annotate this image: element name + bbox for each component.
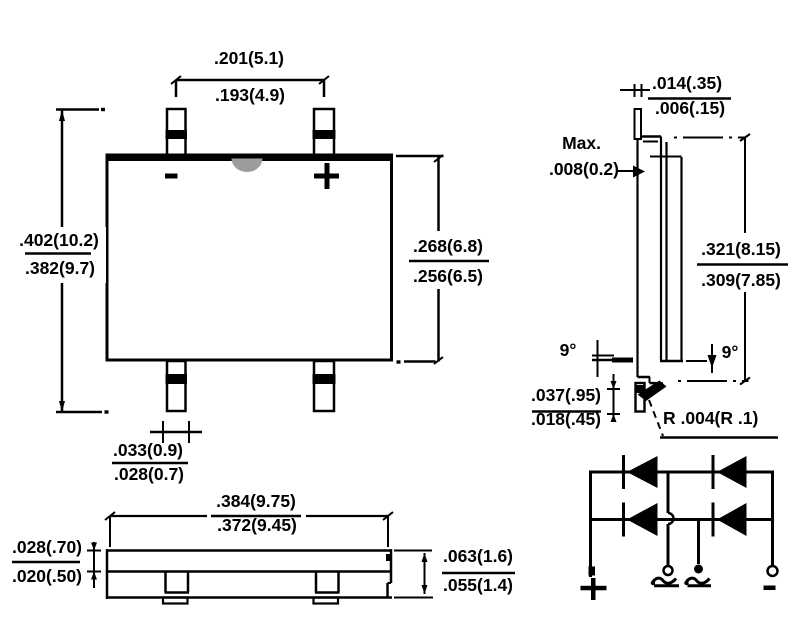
svg-text:.268(6.8): .268(6.8) [413,236,483,256]
svg-text:.028(.70): .028(.70) [12,537,82,557]
svg-text:.008(0.2): .008(0.2) [549,159,619,179]
svg-text:.372(9.45): .372(9.45) [217,515,297,535]
svg-text:.014(.35): .014(.35) [652,73,722,93]
svg-text:.037(.95): .037(.95) [531,385,601,405]
svg-text:.309(7.85): .309(7.85) [701,270,781,290]
svg-text:.321(8.15): .321(8.15) [701,239,781,259]
svg-text:.382(9.7): .382(9.7) [25,258,95,278]
svg-text:.006(.15): .006(.15) [655,98,725,118]
svg-text:.193(4.9): .193(4.9) [215,85,285,105]
svg-text:.055(1.4): .055(1.4) [443,575,513,595]
svg-text:9°: 9° [722,342,739,362]
svg-text:.256(6.5): .256(6.5) [413,266,483,286]
svg-text:.033(0.9): .033(0.9) [113,440,183,460]
svg-text:.201(5.1): .201(5.1) [214,48,284,68]
svg-text:.028(0.7): .028(0.7) [114,464,184,484]
svg-text:9°: 9° [560,340,577,360]
svg-text:R .004(R .1): R .004(R .1) [663,408,758,428]
svg-text:.384(9.75): .384(9.75) [216,491,296,511]
svg-text:Max.: Max. [562,133,601,153]
svg-text:.402(10.2): .402(10.2) [19,230,99,250]
svg-text:.018(.45): .018(.45) [531,409,601,429]
svg-text:.063(1.6): .063(1.6) [443,546,513,566]
svg-text:.020(.50): .020(.50) [12,566,82,586]
